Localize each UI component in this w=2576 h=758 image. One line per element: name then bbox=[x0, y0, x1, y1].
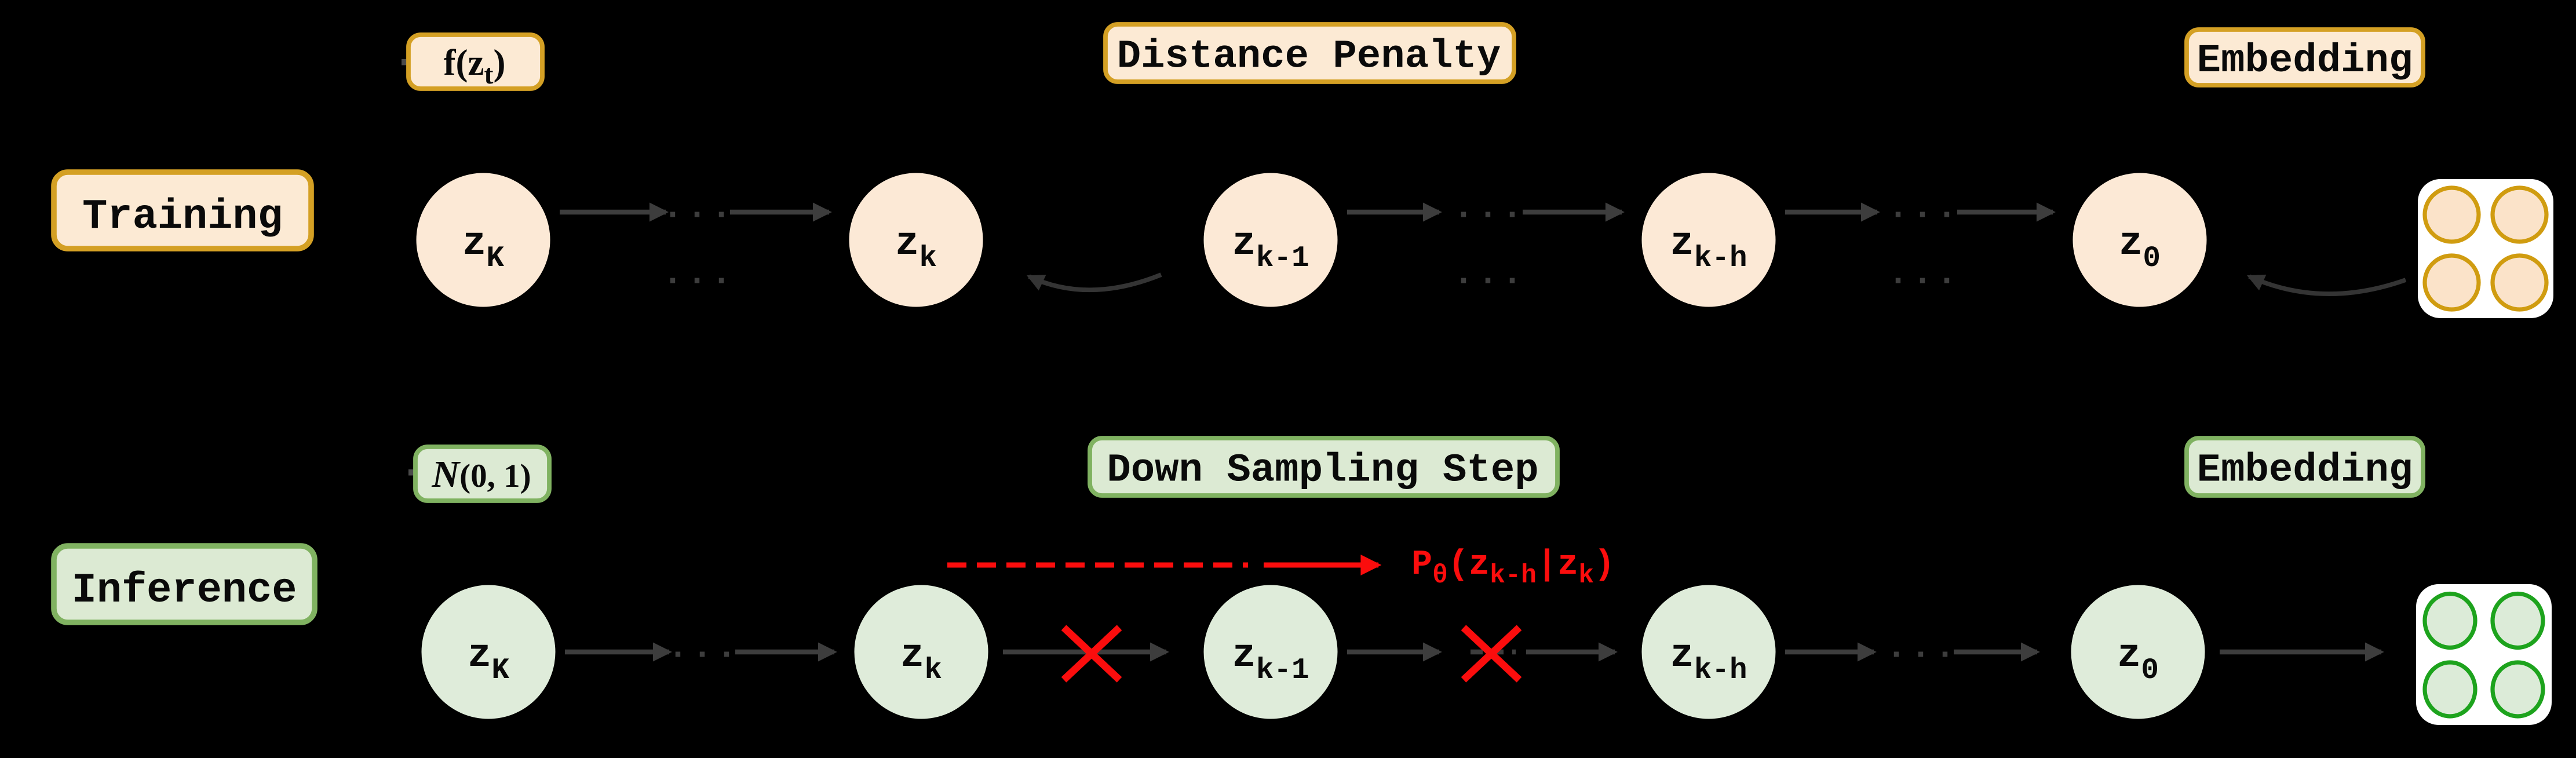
inference-embedding-box: Embedding bbox=[2184, 436, 2425, 498]
inference-row-label-text: Inference bbox=[72, 567, 297, 614]
training-input-label: f(zt) bbox=[444, 42, 506, 90]
downsampling-distribution-label: Pθ(zk-h|zk) bbox=[1411, 545, 1615, 591]
ellipsis: ··· bbox=[662, 196, 735, 235]
node-zk-training-label: zk bbox=[895, 221, 937, 275]
node-zk1-training-label: zk-1 bbox=[1232, 221, 1309, 275]
ellipsis: ··· bbox=[1886, 636, 1959, 675]
inference-embedding-label: Embedding bbox=[2197, 448, 2413, 493]
node-zK-training: zK bbox=[416, 173, 550, 307]
node-z0-training: z0 bbox=[2073, 173, 2207, 307]
node-zk1-training: zk-1 bbox=[1203, 173, 1338, 307]
connector-tick bbox=[408, 469, 417, 476]
training-row-label: Training bbox=[51, 169, 314, 252]
node-zk-inference: zk bbox=[854, 585, 988, 719]
training-row-label-text: Training bbox=[82, 193, 283, 240]
ellipsis: ··· bbox=[1888, 262, 1961, 301]
ellipsis: ··· bbox=[1888, 196, 1961, 235]
node-zk1-inference-label: zk-1 bbox=[1232, 633, 1309, 687]
embedding-grid-icon-inference bbox=[2416, 584, 2552, 725]
connector-tick bbox=[402, 59, 410, 65]
node-zK-training-label: zK bbox=[462, 221, 504, 275]
distance-penalty-box: Distance Penalty bbox=[1103, 22, 1516, 84]
distance-penalty-arc bbox=[1026, 272, 1162, 293]
down-sampling-step-box: Down Sampling Step bbox=[1088, 436, 1560, 498]
ellipsis: ··· bbox=[1453, 262, 1526, 301]
ellipsis: ··· bbox=[667, 636, 740, 675]
node-z0-training-label: z0 bbox=[2119, 221, 2161, 275]
node-zkh-training-label: zk-h bbox=[1670, 221, 1747, 275]
ellipsis: ··· bbox=[662, 262, 735, 301]
skip-cross-icon bbox=[1061, 625, 1122, 683]
node-zk-training: zk bbox=[849, 173, 983, 307]
inference-input-box: N(0, 1) bbox=[413, 444, 552, 503]
node-zk1-inference: zk-1 bbox=[1203, 585, 1338, 719]
node-zK-inference-label: zK bbox=[468, 633, 509, 687]
node-zk-inference-label: zk bbox=[900, 633, 942, 687]
down-sampling-step-label: Down Sampling Step bbox=[1107, 448, 1538, 493]
inference-row-label: Inference bbox=[51, 543, 318, 625]
embedding-grid-icon-training bbox=[2418, 179, 2553, 318]
node-zkh-inference-label: zk-h bbox=[1670, 633, 1747, 687]
node-zK-inference: zK bbox=[421, 585, 556, 719]
inference-input-label: N(0, 1) bbox=[431, 453, 531, 495]
node-zkh-inference: zk-h bbox=[1641, 585, 1776, 719]
skip-cross-icon bbox=[1461, 625, 1522, 683]
node-z0-inference: z0 bbox=[2071, 585, 2205, 719]
ellipsis: ··· bbox=[1453, 196, 1526, 235]
node-zkh-training: zk-h bbox=[1641, 173, 1776, 307]
distance-penalty-label: Distance Penalty bbox=[1117, 34, 1501, 79]
training-embedding-box: Embedding bbox=[2184, 27, 2425, 88]
training-embedding-label: Embedding bbox=[2197, 38, 2413, 83]
node-z0-inference-label: z0 bbox=[2117, 633, 2159, 687]
training-input-box: f(zt) bbox=[406, 32, 545, 91]
distance-penalty-arc bbox=[2246, 274, 2407, 296]
